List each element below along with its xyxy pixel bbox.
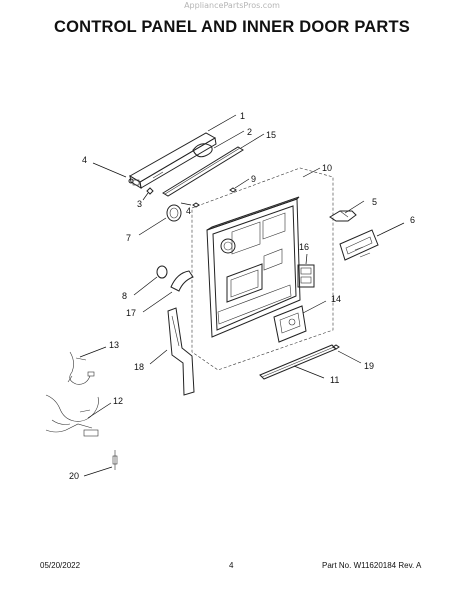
- callout-4: 4: [82, 155, 87, 165]
- control-panel-console: [129, 132, 217, 189]
- wire-clip: [192, 143, 213, 158]
- callout-16: 16: [299, 242, 309, 252]
- screw-top-left: [128, 178, 134, 184]
- inner-door-panel: [191, 167, 334, 371]
- callout-13: 13: [109, 340, 119, 350]
- door-bottom-trim: [259, 344, 337, 380]
- callout-18: 18: [134, 362, 144, 372]
- callout-17: 17: [126, 308, 136, 318]
- callout-12: 12: [113, 396, 123, 406]
- callout-3: 3: [137, 199, 142, 209]
- detergent-dispenser: [273, 305, 307, 343]
- screw-three: [146, 187, 154, 195]
- callout-15: 15: [266, 130, 276, 140]
- callout-19: 19: [364, 361, 374, 371]
- wire-harness-upper: [67, 351, 95, 385]
- callout-11: 11: [330, 375, 339, 385]
- callout-20: 20: [69, 471, 79, 481]
- vent-connector: [170, 270, 194, 292]
- watermark: AppliancePartsPros.com: [184, 1, 280, 10]
- callout-6: 6: [410, 215, 415, 225]
- callout-14: 14: [331, 294, 341, 304]
- fill-gasket: [156, 265, 168, 279]
- footer-date: 05/20/2022: [40, 561, 81, 570]
- door-latch: [329, 210, 357, 222]
- thermal-fuse: [112, 450, 118, 470]
- wire-harness-lower: [45, 394, 99, 437]
- callout-2: 2: [247, 127, 252, 137]
- footer-page-number: 4: [229, 561, 234, 570]
- screw-nineteen: [332, 344, 340, 350]
- vent-duct: [167, 307, 195, 396]
- page-title: CONTROL PANEL AND INNER DOOR PARTS: [53, 18, 411, 36]
- footer-part-number: Part No. W11620184 Rev. A: [322, 561, 422, 570]
- callout-9: 9: [251, 174, 256, 184]
- vent-assembly: [166, 204, 182, 222]
- callout-5: 5: [372, 197, 377, 207]
- callout-10: 10: [322, 163, 332, 173]
- screw-nine: [229, 187, 237, 193]
- callout-1: 1: [240, 111, 245, 121]
- callout-7: 7: [126, 233, 131, 243]
- leader-lines: [79, 114, 405, 477]
- screw-mid: [192, 202, 200, 208]
- door-switch-module: [297, 264, 315, 288]
- callout-8: 8: [122, 291, 127, 301]
- user-interface-board: [339, 229, 379, 261]
- console-gasket: [162, 146, 244, 197]
- callout-labels: 1 2 15 4 3 9 10 5 6 7 4 16 8 17 14 13 18…: [69, 111, 415, 481]
- callout-4b: 4: [186, 206, 191, 216]
